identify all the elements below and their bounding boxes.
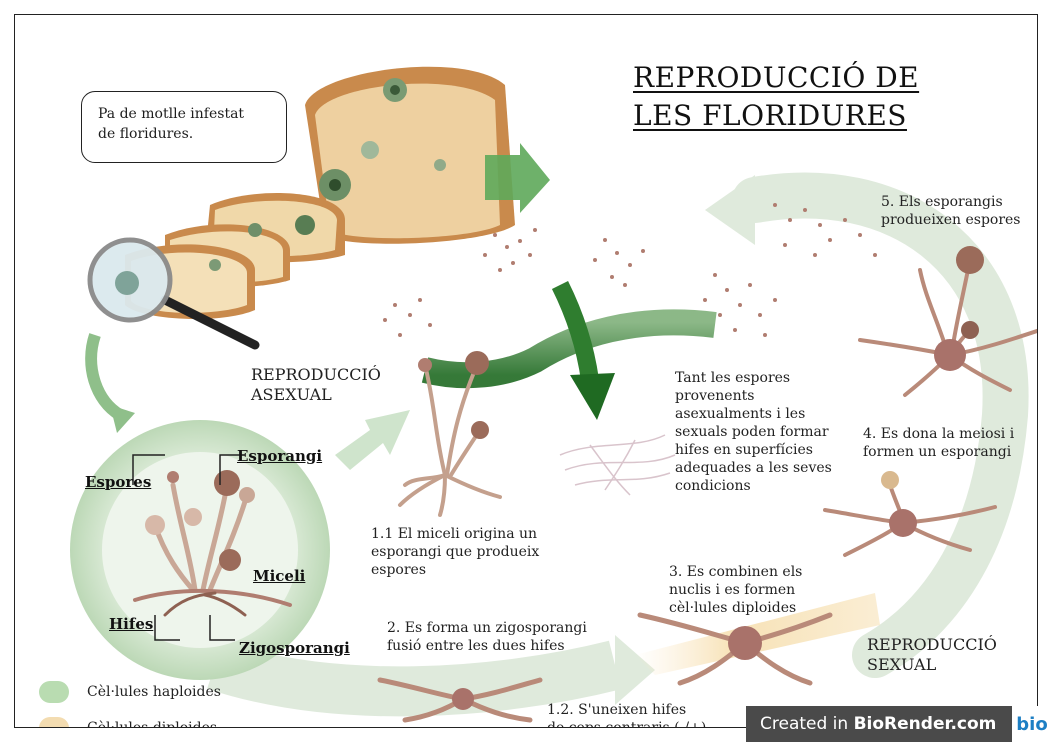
label-hifes: Hifes: [109, 615, 154, 633]
legend-diploid: Cèl·lules diploides: [39, 717, 218, 728]
illustration: [70, 66, 1037, 723]
label-leaders: [132, 454, 245, 641]
speech-bubble-text: Pa de motlle infestat de floridures.: [98, 106, 245, 142]
fungus-step5: [858, 246, 1037, 397]
badge-prefix: Created in: [760, 714, 854, 734]
arrow-circle-to-asexual: [335, 410, 410, 470]
hyphae-mat: [559, 434, 676, 496]
label-espores: Espores: [85, 473, 152, 491]
step-1-1: 1.1 El miceli origina un esporangi que p…: [371, 526, 540, 578]
cycle-band-right: [732, 172, 1029, 678]
legend-diploid-swatch: [39, 717, 69, 727]
step-1-2: 1.2. S'uneixen hifes de ceps contraris (…: [547, 702, 707, 728]
arrow-bread-to-spores: [485, 143, 550, 213]
arrow-bread-to-circle: [85, 333, 124, 421]
asexual-heading: REPRODUCCIÓ ASEXUAL: [251, 365, 381, 404]
step-2: 2. Es forma un zigosporangi fusió entre …: [387, 620, 587, 654]
fungus-step3: [637, 612, 833, 686]
cycle-band-top-arrowhead: [705, 175, 755, 245]
label-esporangi: Esporangi: [237, 447, 323, 465]
label-miceli: Miceli: [253, 567, 306, 585]
dark-arrow-down: [551, 280, 599, 382]
magnifying-glass: [87, 237, 260, 350]
fungus-step2: [377, 677, 543, 723]
fungus-step4: [823, 471, 997, 557]
step-3: 3. Es combinen els nuclis i es formen cè…: [669, 564, 803, 616]
spore-clouds: [383, 203, 877, 337]
asexual-fungus: [398, 351, 502, 517]
diagram-frame: REPRODUCCIÓ DE LES FLORIDURES Pa de motl…: [14, 14, 1038, 728]
speech-bubble: Pa de motlle infestat de floridures.: [81, 91, 287, 163]
legend-haploid: Cèl·lules haploides: [39, 681, 221, 703]
cycle-band-bottom: [207, 640, 622, 717]
badge-text: Created in BioRender.com: [746, 714, 996, 734]
cycle-band-bottom-arrowhead: [615, 635, 655, 705]
biorender-logo-icon: bio: [1012, 706, 1052, 742]
label-zigosporangi: Zigosporangi: [239, 639, 350, 657]
circle-fungus: [133, 470, 292, 617]
badge-brand: BioRender.com: [853, 714, 997, 734]
step-5: 5. Els esporangis produeixen espores: [881, 194, 1021, 228]
sexual-heading: REPRODUCCIÓ SEXUAL: [867, 635, 997, 674]
center-note: Tant les espores provenents asexualments…: [675, 370, 832, 494]
legend-diploid-label: Cèl·lules diploides: [87, 720, 218, 728]
page-title: REPRODUCCIÓ DE LES FLORIDURES: [633, 61, 920, 132]
legend-haploid-swatch: [39, 681, 69, 703]
bread-loaf: [125, 66, 515, 320]
dark-arrow-curve: [421, 309, 717, 389]
step-4: 4. Es dona la meiosi i formen un esporan…: [863, 426, 1015, 460]
legend-haploid-label: Cèl·lules haploides: [87, 684, 221, 700]
biorender-badge[interactable]: Created in BioRender.com bio: [746, 706, 1052, 742]
